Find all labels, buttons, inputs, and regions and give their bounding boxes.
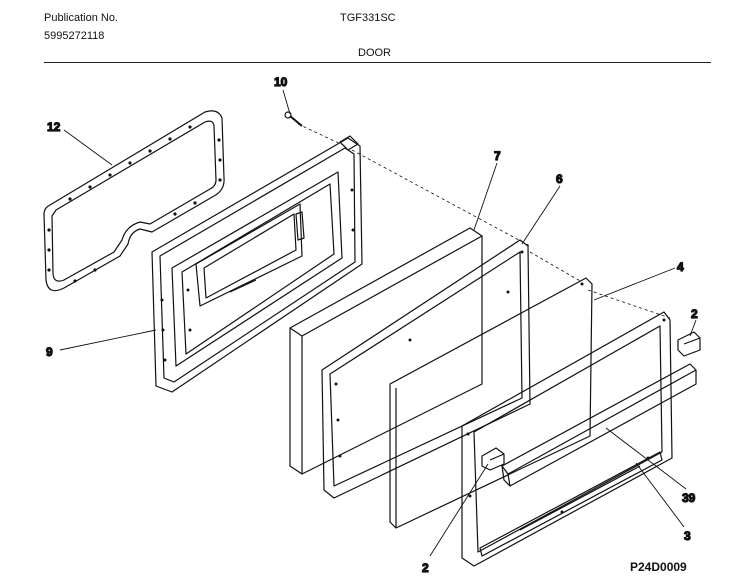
leader-lines	[59, 89, 697, 557]
screw-part-10	[284, 111, 303, 127]
section-title: DOOR	[358, 47, 391, 59]
callout-2-bottom: 2	[422, 561, 429, 575]
callout-3: 3	[684, 529, 691, 543]
callout-10: 10	[274, 75, 288, 89]
callout-4: 4	[677, 260, 684, 274]
publication-label: Publication No.	[44, 12, 118, 24]
panel-frame-part-6	[321, 239, 531, 499]
callout-39: 39	[682, 491, 696, 505]
end-cap-part-2-right	[677, 331, 701, 357]
publication-number: 5995272118	[44, 30, 105, 42]
handle-part-39	[501, 363, 697, 487]
callout-2-right: 2	[691, 307, 698, 321]
callout-7: 7	[494, 149, 501, 163]
outer-door-frame-part-3	[461, 311, 673, 567]
gasket-part-12	[43, 110, 225, 292]
alignment-lines	[297, 123, 671, 319]
diagram-id: P24D0009	[630, 560, 687, 574]
callout-12: 12	[47, 120, 61, 134]
callout-6: 6	[556, 172, 563, 186]
model-number: TGF331SC	[340, 12, 396, 24]
inner-door-panel-part-9	[151, 135, 363, 393]
glass-part-4	[389, 277, 593, 529]
insulation-part-7	[289, 227, 483, 475]
callout-9: 9	[46, 345, 53, 359]
header-rule	[44, 62, 711, 63]
end-cap-part-2-left	[481, 447, 505, 471]
